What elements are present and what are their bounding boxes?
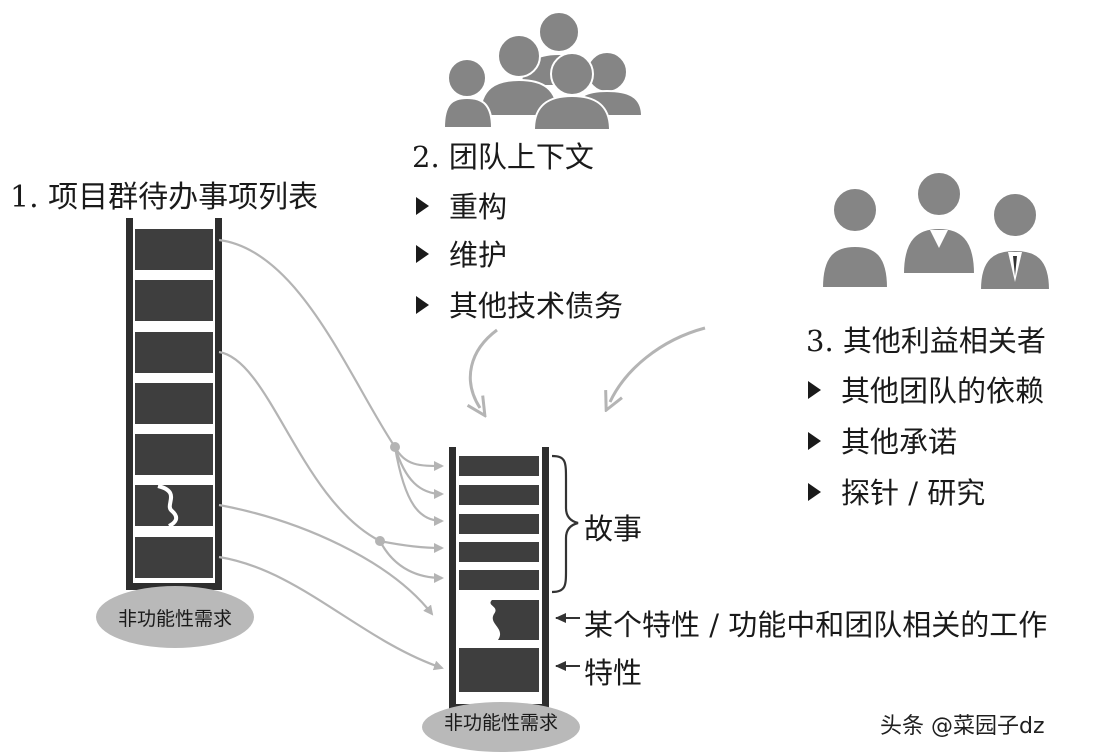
connector-arrows: [218, 238, 444, 671]
program-nfr-label: 非功能性需求: [117, 608, 232, 630]
feature-part-item: [490, 600, 539, 640]
backlog-item: [135, 332, 213, 373]
backlog-item: [135, 434, 213, 475]
team-context-item: 重构: [416, 184, 507, 226]
bullet-triangle-icon: [808, 432, 821, 450]
bullet-triangle-icon: [416, 296, 429, 314]
story-item: [459, 514, 539, 534]
stakeholders-arrow: [610, 326, 706, 402]
team-context-title: 2. 团队上下文: [412, 140, 594, 174]
connector-junction: [375, 536, 385, 546]
connector-junction: [390, 442, 400, 452]
stakeholders-item: 其他团队的依赖: [808, 368, 1044, 410]
team-nfr-label: 非功能性需求: [443, 712, 558, 734]
feature-label: 特性: [584, 656, 643, 690]
stakeholders-item: 其他承诺: [808, 419, 957, 461]
bullet-triangle-icon: [416, 197, 429, 215]
watermark: 头条 @菜园子dz: [880, 714, 1045, 739]
backlog-item: [135, 383, 213, 424]
program-backlog-column: [126, 218, 222, 590]
stories-label: 故事: [584, 512, 643, 546]
feature-item: [459, 648, 539, 692]
bullet-triangle-icon: [808, 483, 821, 501]
team-context-item: 维护: [416, 232, 507, 274]
story-item: [459, 456, 539, 476]
team-backlog-column: [449, 447, 549, 711]
team-people-icon: [442, 11, 644, 131]
story-item: [459, 485, 539, 505]
stakeholders-title: 3. 其他利益相关者: [806, 324, 1046, 358]
bullet-triangle-icon: [416, 245, 429, 263]
backlog-item: [135, 537, 213, 578]
bullet-triangle-icon: [808, 381, 821, 399]
program-nfr-ellipse: [96, 586, 254, 648]
backlog-item: [135, 229, 213, 270]
team-context-item: 其他技术债务: [416, 283, 623, 325]
story-item: [459, 570, 539, 590]
stories-brace: [551, 454, 579, 594]
stakeholders-item: 探针 / 研究: [808, 470, 985, 512]
team-nfr-ellipse: [422, 702, 580, 752]
stakeholders-icon: [820, 171, 1052, 291]
program-backlog-title: 1. 项目群待办事项列表: [10, 180, 319, 215]
feature-part-label: 某个特性 / 功能中和团队相关的工作: [584, 608, 1048, 642]
team-context-arrow: [470, 328, 498, 408]
story-item: [459, 542, 539, 562]
backlog-item: [135, 280, 213, 321]
